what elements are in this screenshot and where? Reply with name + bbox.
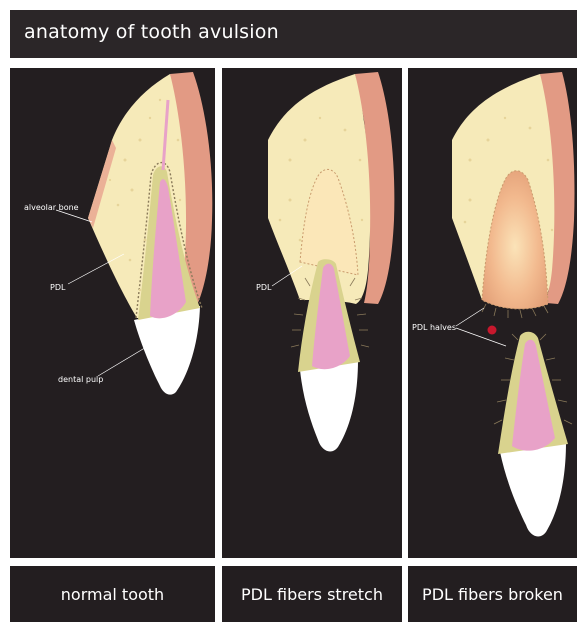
label-pdl: PDL bbox=[256, 283, 272, 292]
pdl-halves-leader-1 bbox=[456, 308, 484, 326]
blood-droplet bbox=[488, 326, 497, 335]
label-pdl: PDL bbox=[50, 283, 66, 292]
dental-pulp-leader bbox=[98, 346, 148, 376]
stretched-tooth-illustration: PDL bbox=[256, 72, 394, 451]
broken-tooth-illustration: PDL halves bbox=[412, 72, 575, 536]
label-alveolar-bone: alveolar bone bbox=[24, 203, 79, 212]
enamel-crown bbox=[300, 360, 358, 451]
label-pdl-halves: PDL halves bbox=[412, 323, 456, 332]
enamel-crown bbox=[134, 306, 200, 395]
normal-tooth-illustration: alveolar bone PDL dental pulp bbox=[24, 72, 212, 395]
label-dental-pulp: dental pulp bbox=[58, 375, 103, 384]
pdl-halves-leader-2 bbox=[456, 328, 506, 346]
enamel-crown bbox=[500, 442, 566, 536]
